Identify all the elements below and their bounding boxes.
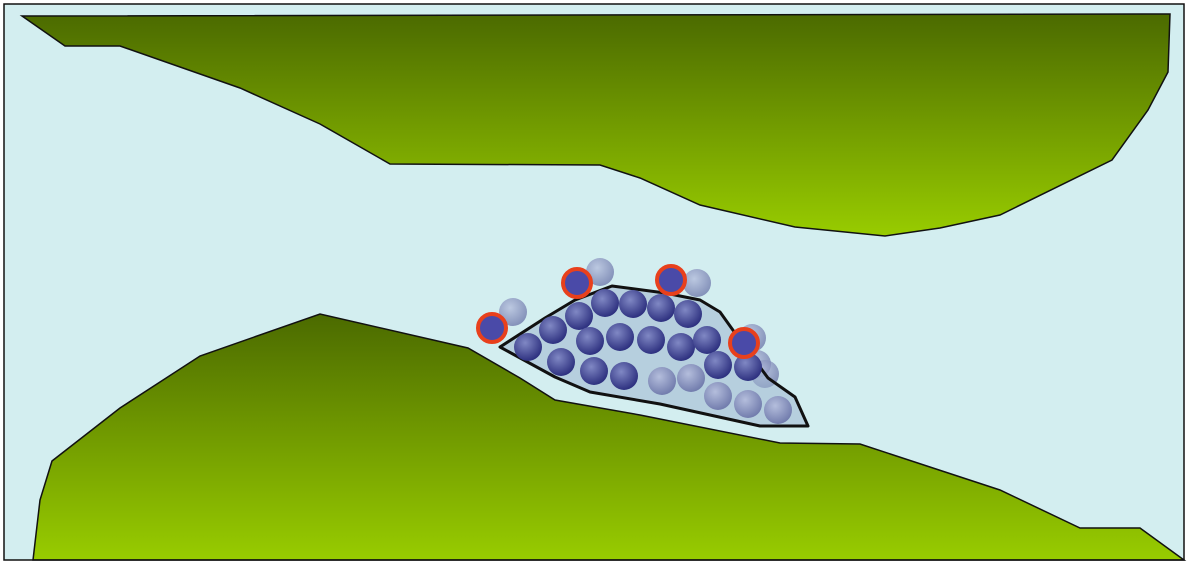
particle <box>674 300 702 328</box>
particle <box>576 327 604 355</box>
particle <box>667 333 695 361</box>
particle <box>704 351 732 379</box>
highlighted-particle <box>730 329 758 357</box>
particle <box>647 294 675 322</box>
particle <box>580 357 608 385</box>
particle <box>693 326 721 354</box>
particle <box>610 362 638 390</box>
ghost-particle <box>683 269 711 297</box>
highlighted-particle <box>478 314 506 342</box>
particle <box>591 289 619 317</box>
particle-light <box>677 364 705 392</box>
particle-light <box>648 367 676 395</box>
particle-light <box>704 382 732 410</box>
particle <box>619 290 647 318</box>
particle <box>539 316 567 344</box>
highlighted-particle <box>657 266 685 294</box>
particle-light <box>734 390 762 418</box>
particle <box>547 348 575 376</box>
highlighted-particle <box>563 269 591 297</box>
particle <box>606 323 634 351</box>
particle <box>514 333 542 361</box>
particle <box>637 326 665 354</box>
particle-light <box>764 396 792 424</box>
particle <box>565 302 593 330</box>
